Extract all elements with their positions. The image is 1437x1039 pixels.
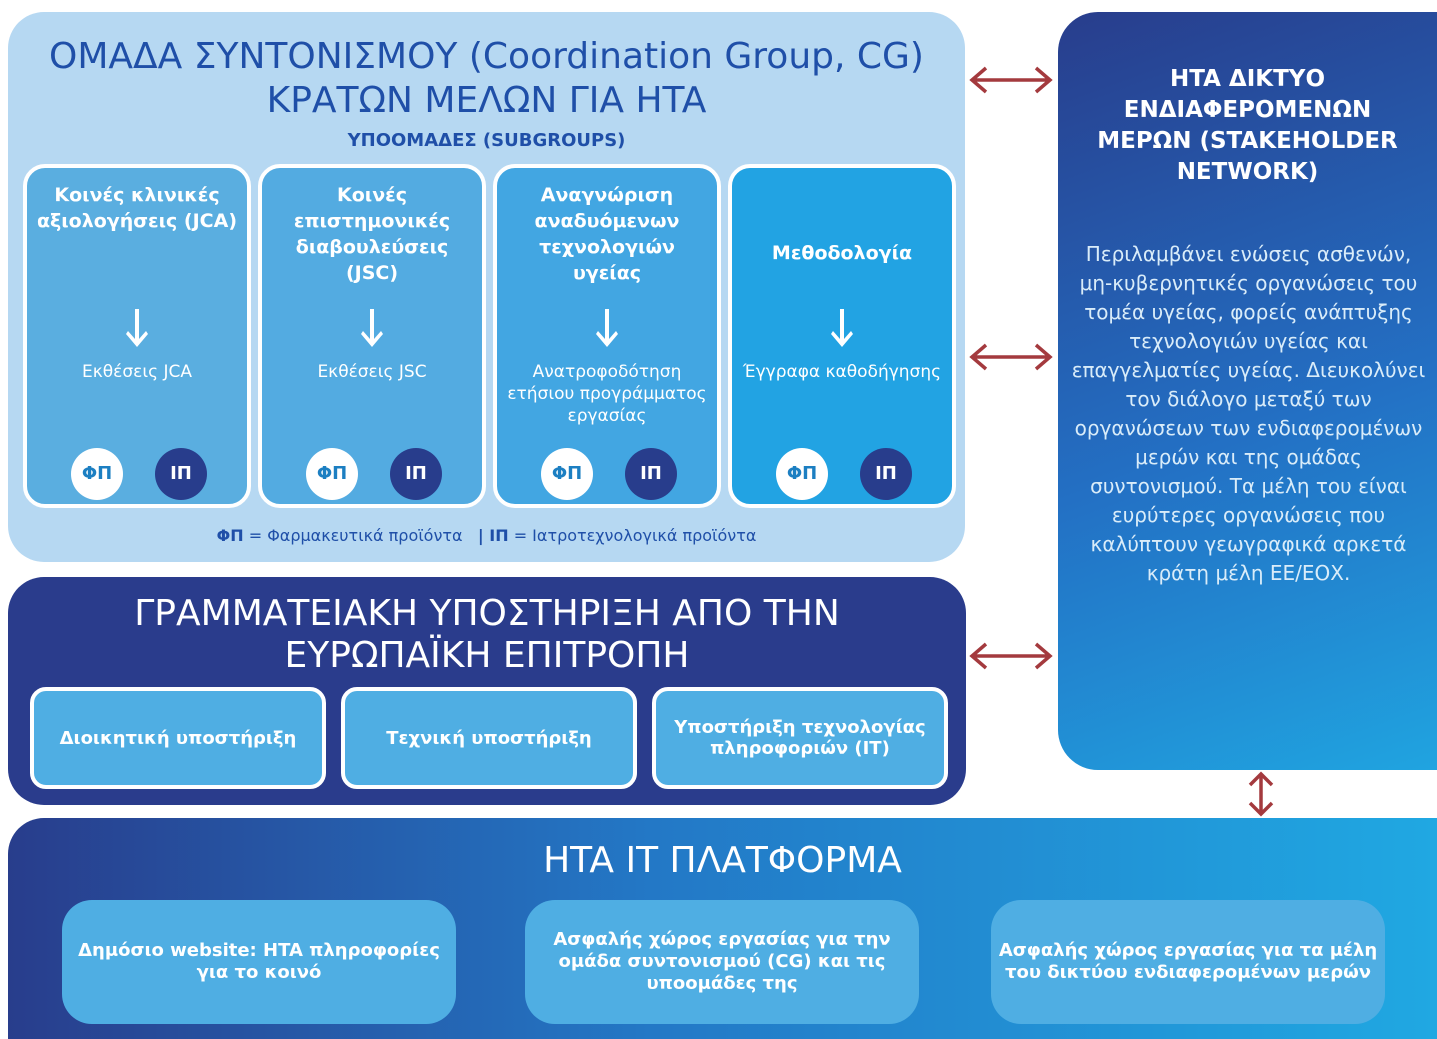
legend: ΦΠ = Φαρμακευτικά προϊόντα | ΙΠ = Ιατροτ… <box>8 526 965 545</box>
subgroup-output: Εκθέσεις JSC <box>317 362 427 382</box>
coordination-group-panel: ΟΜΑΔΑ ΣΥΝΤΟΝΙΣΜΟΥ (Coordination Group, C… <box>8 12 965 562</box>
platform-public-website: Δημόσιο website: HTA πληροφορίες για το … <box>62 900 456 1024</box>
secretariat-title-line1: ΓΡΑΜΜΑΤΕΙΑΚΗ ΥΠΟΣΤΗΡΙΞΗ ΑΠΟ ΤΗΝ <box>134 593 840 634</box>
subgroup-output: Εκθέσεις JCA <box>82 362 192 382</box>
fp-badge: ΦΠ <box>71 448 123 500</box>
platform-cg-workspace: Ασφαλής χώρος εργασίας για την ομάδα συν… <box>525 900 919 1024</box>
service-it: Υποστήριξη τεχνολογίας πληροφοριών (IT) <box>652 687 948 789</box>
cg-title-line2: ΚΡΑΤΩΝ ΜΕΛΩΝ ΓΙΑ HTA <box>266 80 707 121</box>
arrow-down-icon <box>596 309 618 347</box>
stakeholder-title: HTA ΔΙΚΤΥΟ ΕΝΔΙΑΦΕΡΟΜΕΝΩΝ ΜΕΡΩΝ (STAKEHO… <box>1097 66 1398 185</box>
ip-badge: ΙΠ <box>390 448 442 500</box>
subgroups-subtitle: ΥΠΟΟΜΑΔΕΣ (SUBGROUPS) <box>347 130 626 151</box>
ip-badge: ΙΠ <box>155 448 207 500</box>
ip-badge: ΙΠ <box>625 448 677 500</box>
stakeholder-platform-connector <box>1248 771 1274 817</box>
platform-title: HTA IT ΠΛΑΤΦΟΡΜΑ <box>543 840 902 881</box>
it-platform-panel: HTA IT ΠΛΑΤΦΟΡΜΑ Δημόσιο website: HTA πλ… <box>8 818 1437 1039</box>
subgroup-output: Έγγραφα καθοδήγησης <box>742 362 942 382</box>
subgroup-name: Μεθοδολογία <box>771 242 913 264</box>
stakeholder-body: Περιλαμβάνει ενώσεις ασθενών, μη-κυβερνη… <box>1071 242 1426 585</box>
secretariat-panel: ΓΡΑΜΜΑΤΕΙΑΚΗ ΥΠΟΣΤΗΡΙΞΗ ΑΠΟ ΤΗΝ ΕΥΡΩΠΑΪΚ… <box>8 577 966 805</box>
secretariat-title-line2: ΕΥΡΩΠΑΪΚΗ ΕΠΙΤΡΟΠΗ <box>284 635 690 676</box>
arrow-down-icon <box>361 309 383 347</box>
subgroup-output: Ανατροφοδότηση ετήσιου προγράμματος εργα… <box>507 362 707 426</box>
platform-stakeholder-workspace: Ασφαλής χώρος εργασίας για τα μέλη του δ… <box>991 900 1385 1024</box>
subgroup-methodology: Μεθοδολογία Έγγραφα καθοδήγησης ΦΠ ΙΠ <box>728 164 956 508</box>
fp-badge: ΦΠ <box>541 448 593 500</box>
service-admin: Διοικητική υποστήριξη <box>30 687 326 789</box>
fp-badge: ΦΠ <box>776 448 828 500</box>
subgroup-jca: Κοινές κλινικές αξιολογήσεις (JCA) Εκθέσ… <box>23 164 251 508</box>
subgroup-name: Κοινές κλινικές αξιολογήσεις (JCA) <box>36 184 238 232</box>
legend-ip-text: = Ιατροτεχνολογικά προϊόντα <box>513 526 757 545</box>
subgroup-jsc: Κοινές επιστημονικές διαβουλεύσεις (JSC)… <box>258 164 486 508</box>
fp-badge: ΦΠ <box>306 448 358 500</box>
subgroup-emerging-tech: Αναγνώριση αναδυόμενων τεχνολογιών υγεία… <box>493 164 721 508</box>
arrow-down-icon <box>831 309 853 347</box>
service-technical: Τεχνική υποστήριξη <box>341 687 637 789</box>
legend-fp-abbr: ΦΠ <box>216 526 244 545</box>
stakeholder-network-panel: HTA ΔΙΚΤΥΟ ΕΝΔΙΑΦΕΡΟΜΕΝΩΝ ΜΕΡΩΝ (STAKEHO… <box>1058 12 1437 770</box>
legend-fp-text: = Φαρμακευτικά προϊόντα <box>248 526 463 545</box>
cg-title-line1: ΟΜΑΔΑ ΣΥΝΤΟΝΙΣΜΟΥ (Coordination Group, C… <box>49 36 924 77</box>
subgroup-name: Αναγνώριση αναδυόμενων τεχνολογιών υγεία… <box>534 184 680 284</box>
subgroup-name: Κοινές επιστημονικές διαβουλεύσεις (JSC) <box>293 184 451 284</box>
cg-stakeholder-connector <box>969 66 1053 94</box>
connectors <box>969 66 1053 670</box>
secretariat-stakeholder-connector <box>969 642 1053 670</box>
arrow-down-icon <box>126 309 148 347</box>
ip-badge: ΙΠ <box>860 448 912 500</box>
legend-ip-abbr: | ΙΠ <box>477 526 509 545</box>
cg-stakeholder-connector-2 <box>969 343 1053 371</box>
